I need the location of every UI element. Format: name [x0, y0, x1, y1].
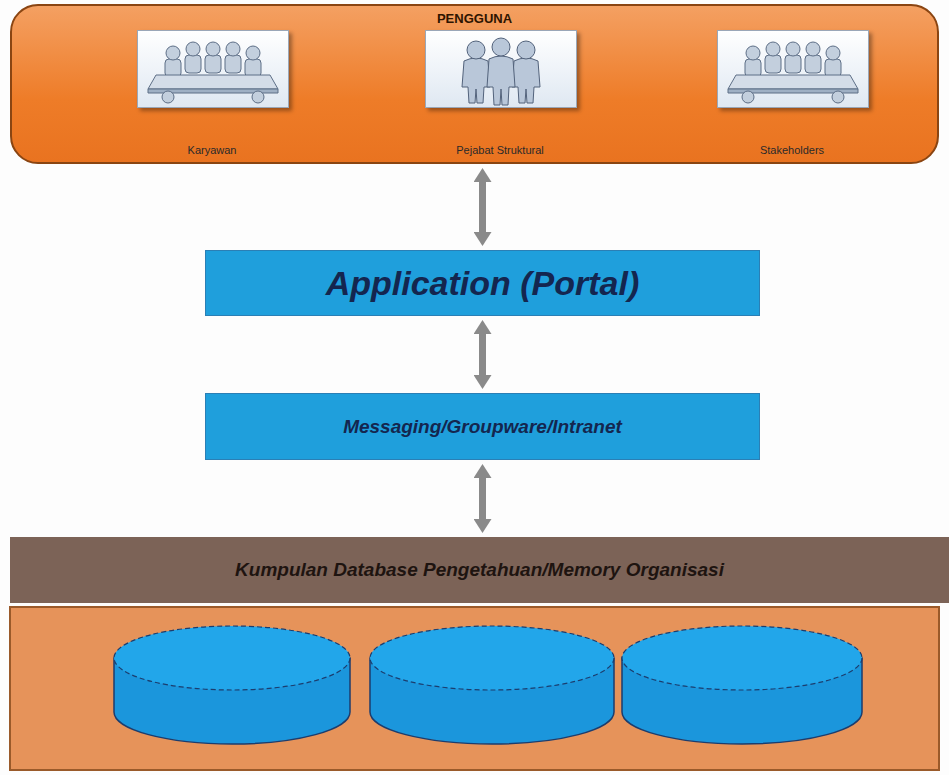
user-group: Karyawan [122, 30, 302, 158]
user-icon-art [138, 31, 288, 107]
user-icon [717, 30, 869, 108]
cylinder-top [370, 626, 614, 690]
user-panel: PENGGUNA Karyawan Pejabat Struktural Stakeh… [10, 4, 939, 164]
layer-box: Messaging/Groupware/Intranet [205, 393, 760, 460]
user-label: Stakeholders [760, 144, 824, 156]
cylinder-top [114, 626, 350, 690]
user-icon [425, 30, 577, 108]
double-arrow [479, 476, 486, 521]
user-icon-art [718, 31, 868, 107]
database-cylinders [114, 626, 862, 744]
band-label: Kumpulan Database Pengetahuan/Memory Org… [235, 559, 724, 581]
user-icon [137, 30, 289, 108]
cylinder-top [622, 626, 862, 690]
double-arrow [479, 180, 486, 234]
panel-title: PENGGUNA [437, 11, 512, 26]
layer-label: Application (Portal) [326, 264, 640, 303]
user-icon-art [426, 31, 576, 107]
double-arrow [479, 332, 486, 377]
database-panel [10, 607, 939, 770]
layer-box: Application (Portal) [205, 250, 760, 316]
user-group: Pejabat Struktural [410, 30, 590, 158]
user-label: Pejabat Struktural [456, 144, 543, 156]
layer-label: Messaging/Groupware/Intranet [343, 416, 622, 438]
user-group: Stakeholders [702, 30, 882, 158]
database-band: Kumpulan Database Pengetahuan/Memory Org… [10, 537, 949, 603]
user-label: Karyawan [188, 144, 237, 156]
